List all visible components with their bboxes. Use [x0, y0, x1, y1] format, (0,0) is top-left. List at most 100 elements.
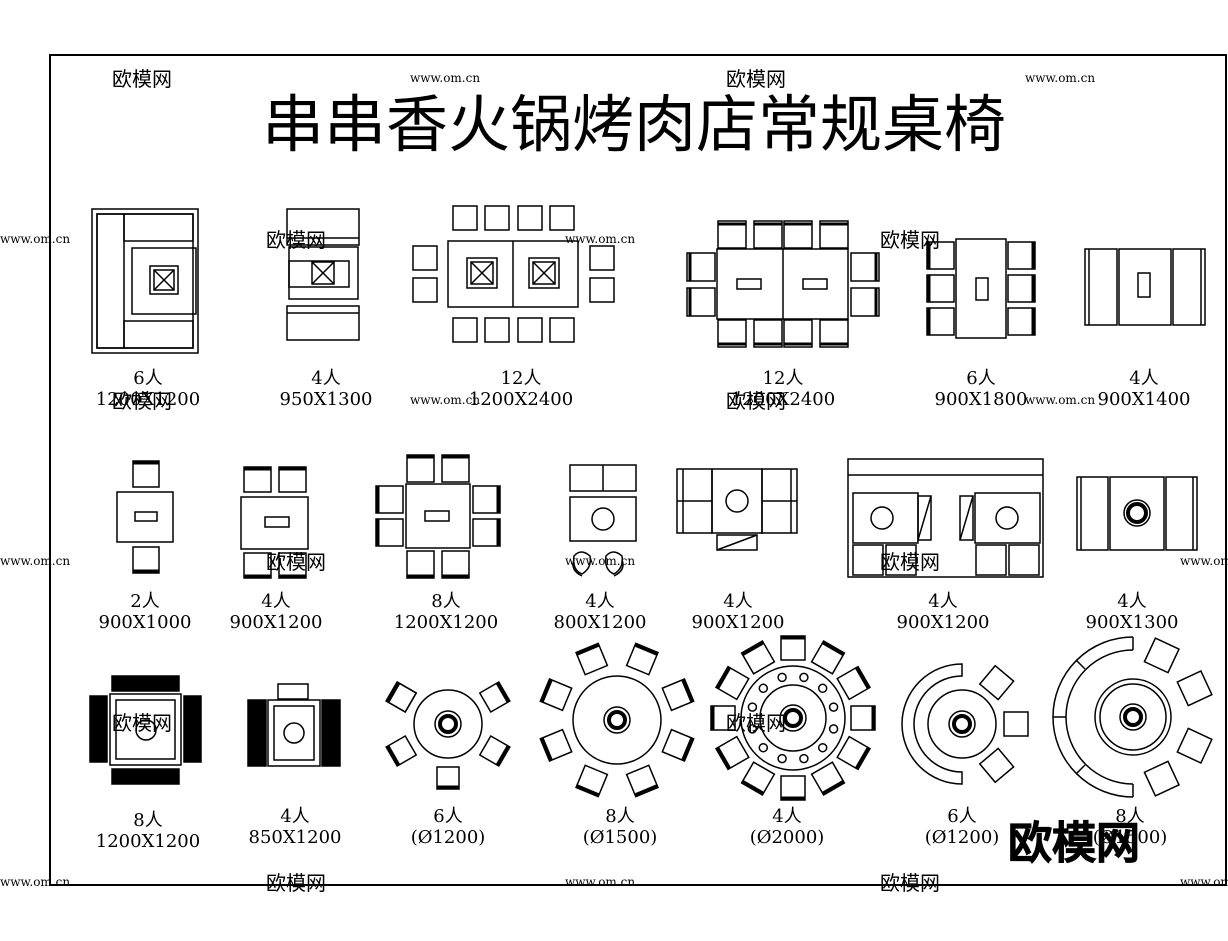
chair-icon — [575, 764, 609, 798]
people-count-label: 4人 — [772, 806, 801, 827]
round-table-6-seat — [385, 680, 511, 790]
round-booth-8-chairs — [1143, 637, 1213, 797]
watermark: www.om.cn — [0, 232, 70, 246]
table-6-seat-900x1800 — [926, 238, 1036, 339]
table-4-seat-800x1200 — [569, 464, 637, 577]
table-2-seat — [116, 460, 174, 574]
table-size-label: (Ø2000) — [750, 827, 825, 848]
watermark: 欧模网 — [266, 550, 326, 574]
watermark: 欧模网 — [112, 67, 172, 91]
table-size-label: 900X1400 — [1098, 389, 1191, 410]
table-size-label: 1200X2400 — [469, 389, 573, 410]
chair-icon — [1176, 727, 1213, 764]
table-size-label: (Ø1500) — [1093, 827, 1168, 848]
people-count-label: 6人 — [947, 806, 976, 827]
watermark-layer: 欧模网 www.om.cn 欧模网 www.om.cn www.om.cn 欧模… — [0, 67, 1228, 895]
chair-icon — [661, 678, 695, 712]
people-count-label: 8人 — [1115, 806, 1144, 827]
watermark: www.om.cn — [0, 554, 70, 568]
chair-icon — [836, 735, 872, 771]
table-size-label: 950X1300 — [280, 389, 373, 410]
table-4-seat-900x1200 — [240, 466, 309, 579]
table-size-label: 900X1200 — [692, 612, 785, 633]
chair-icon — [714, 665, 750, 701]
chair-icon — [539, 678, 573, 712]
sheet-title: 串串香火锅烤肉店常规桌椅 — [262, 88, 1006, 161]
people-count-label: 4人 — [928, 591, 957, 612]
table-8-seat-1200x1200 — [375, 454, 501, 579]
table-size-label: (Ø1500) — [583, 827, 658, 848]
table-4-seat-850x1200 — [247, 683, 341, 767]
people-count-label: 12人 — [501, 368, 542, 389]
watermark: www.om.cn — [1025, 393, 1095, 407]
watermark: www.om.cn — [565, 554, 635, 568]
people-count-label: 8人 — [431, 591, 460, 612]
chair-icon — [740, 761, 776, 797]
round-table-group — [385, 635, 1213, 801]
booth-8-seat-1200x1200 — [89, 675, 202, 785]
label-layer: 6人1200X12004人950X130012人1200X240012人1200… — [96, 368, 1191, 852]
people-count-label: 4人 — [723, 591, 752, 612]
table-size-label: 900X1800 — [935, 389, 1028, 410]
people-count-label: 2人 — [130, 591, 159, 612]
chair-icon — [436, 766, 460, 790]
watermark: www.om.cn — [0, 875, 70, 889]
long-table-armchair-12-seat — [686, 220, 880, 348]
table-size-label: 900X1000 — [99, 612, 192, 633]
chair-icon — [478, 680, 511, 714]
chair-icon — [625, 764, 659, 798]
people-count-label: 4人 — [280, 806, 309, 827]
watermark: 欧模网 — [880, 871, 940, 895]
people-count-label: 8人 — [605, 806, 634, 827]
round-booth-8-seat — [1052, 636, 1172, 798]
watermark: 欧模网 — [726, 67, 786, 91]
watermark: www.om.cn — [565, 875, 635, 889]
people-count-label: 4人 — [311, 368, 340, 389]
chair-icon — [810, 761, 846, 797]
table-size-label: 1200X1200 — [394, 612, 498, 633]
table-size-label: 1200X2400 — [731, 389, 835, 410]
double-booth-4-seat — [847, 458, 1044, 578]
chair-icon — [978, 747, 1015, 784]
chair-icon — [478, 734, 511, 768]
chair-icon — [978, 664, 1015, 701]
watermark: 欧模网 — [726, 389, 786, 413]
long-table-12-seat — [412, 205, 615, 343]
people-count-label: 12人 — [763, 368, 804, 389]
sheet-border — [49, 54, 1227, 886]
booth-u-6-seat — [91, 208, 199, 354]
table-size-label: (Ø1200) — [411, 827, 486, 848]
people-count-label: 4人 — [261, 591, 290, 612]
people-count-label: 6人 — [966, 368, 995, 389]
watermark: www.om.cn — [410, 393, 480, 407]
booth-4-seat-900x1400 — [1084, 248, 1206, 326]
watermark: www.om.cn — [410, 71, 480, 85]
booth-bench-4-seat — [286, 208, 360, 341]
people-count-label: 4人 — [585, 591, 614, 612]
chair-icon — [1003, 711, 1029, 737]
chair-icon — [539, 728, 573, 762]
round-booth-6-chairs — [978, 664, 1029, 784]
round-table-8-seat — [539, 642, 695, 798]
chair-icon — [710, 705, 736, 731]
watermark: www.om.cn — [1025, 71, 1095, 85]
people-count-label: 8人 — [133, 810, 162, 831]
round-booth-6-seat — [901, 663, 997, 785]
booth-4-seat-900x1300 — [1076, 476, 1198, 551]
round-table-large-ring — [710, 635, 876, 801]
table-size-label: 900X1200 — [897, 612, 990, 633]
chair-icon — [836, 665, 872, 701]
brand-logo: 欧模网 — [1008, 818, 1140, 869]
people-count-label: 6人 — [133, 368, 162, 389]
table-size-label: 1200X1200 — [96, 831, 200, 852]
watermark: www.om.cn — [1180, 875, 1228, 889]
chair-icon — [661, 728, 695, 762]
people-count-label: 4人 — [1129, 368, 1158, 389]
watermark: 欧模网 — [112, 389, 172, 413]
chair-icon — [714, 735, 750, 771]
chair-icon — [740, 639, 776, 675]
people-count-label: 4人 — [1117, 591, 1146, 612]
watermark: 欧模网 — [880, 228, 940, 252]
chair-icon — [810, 639, 846, 675]
